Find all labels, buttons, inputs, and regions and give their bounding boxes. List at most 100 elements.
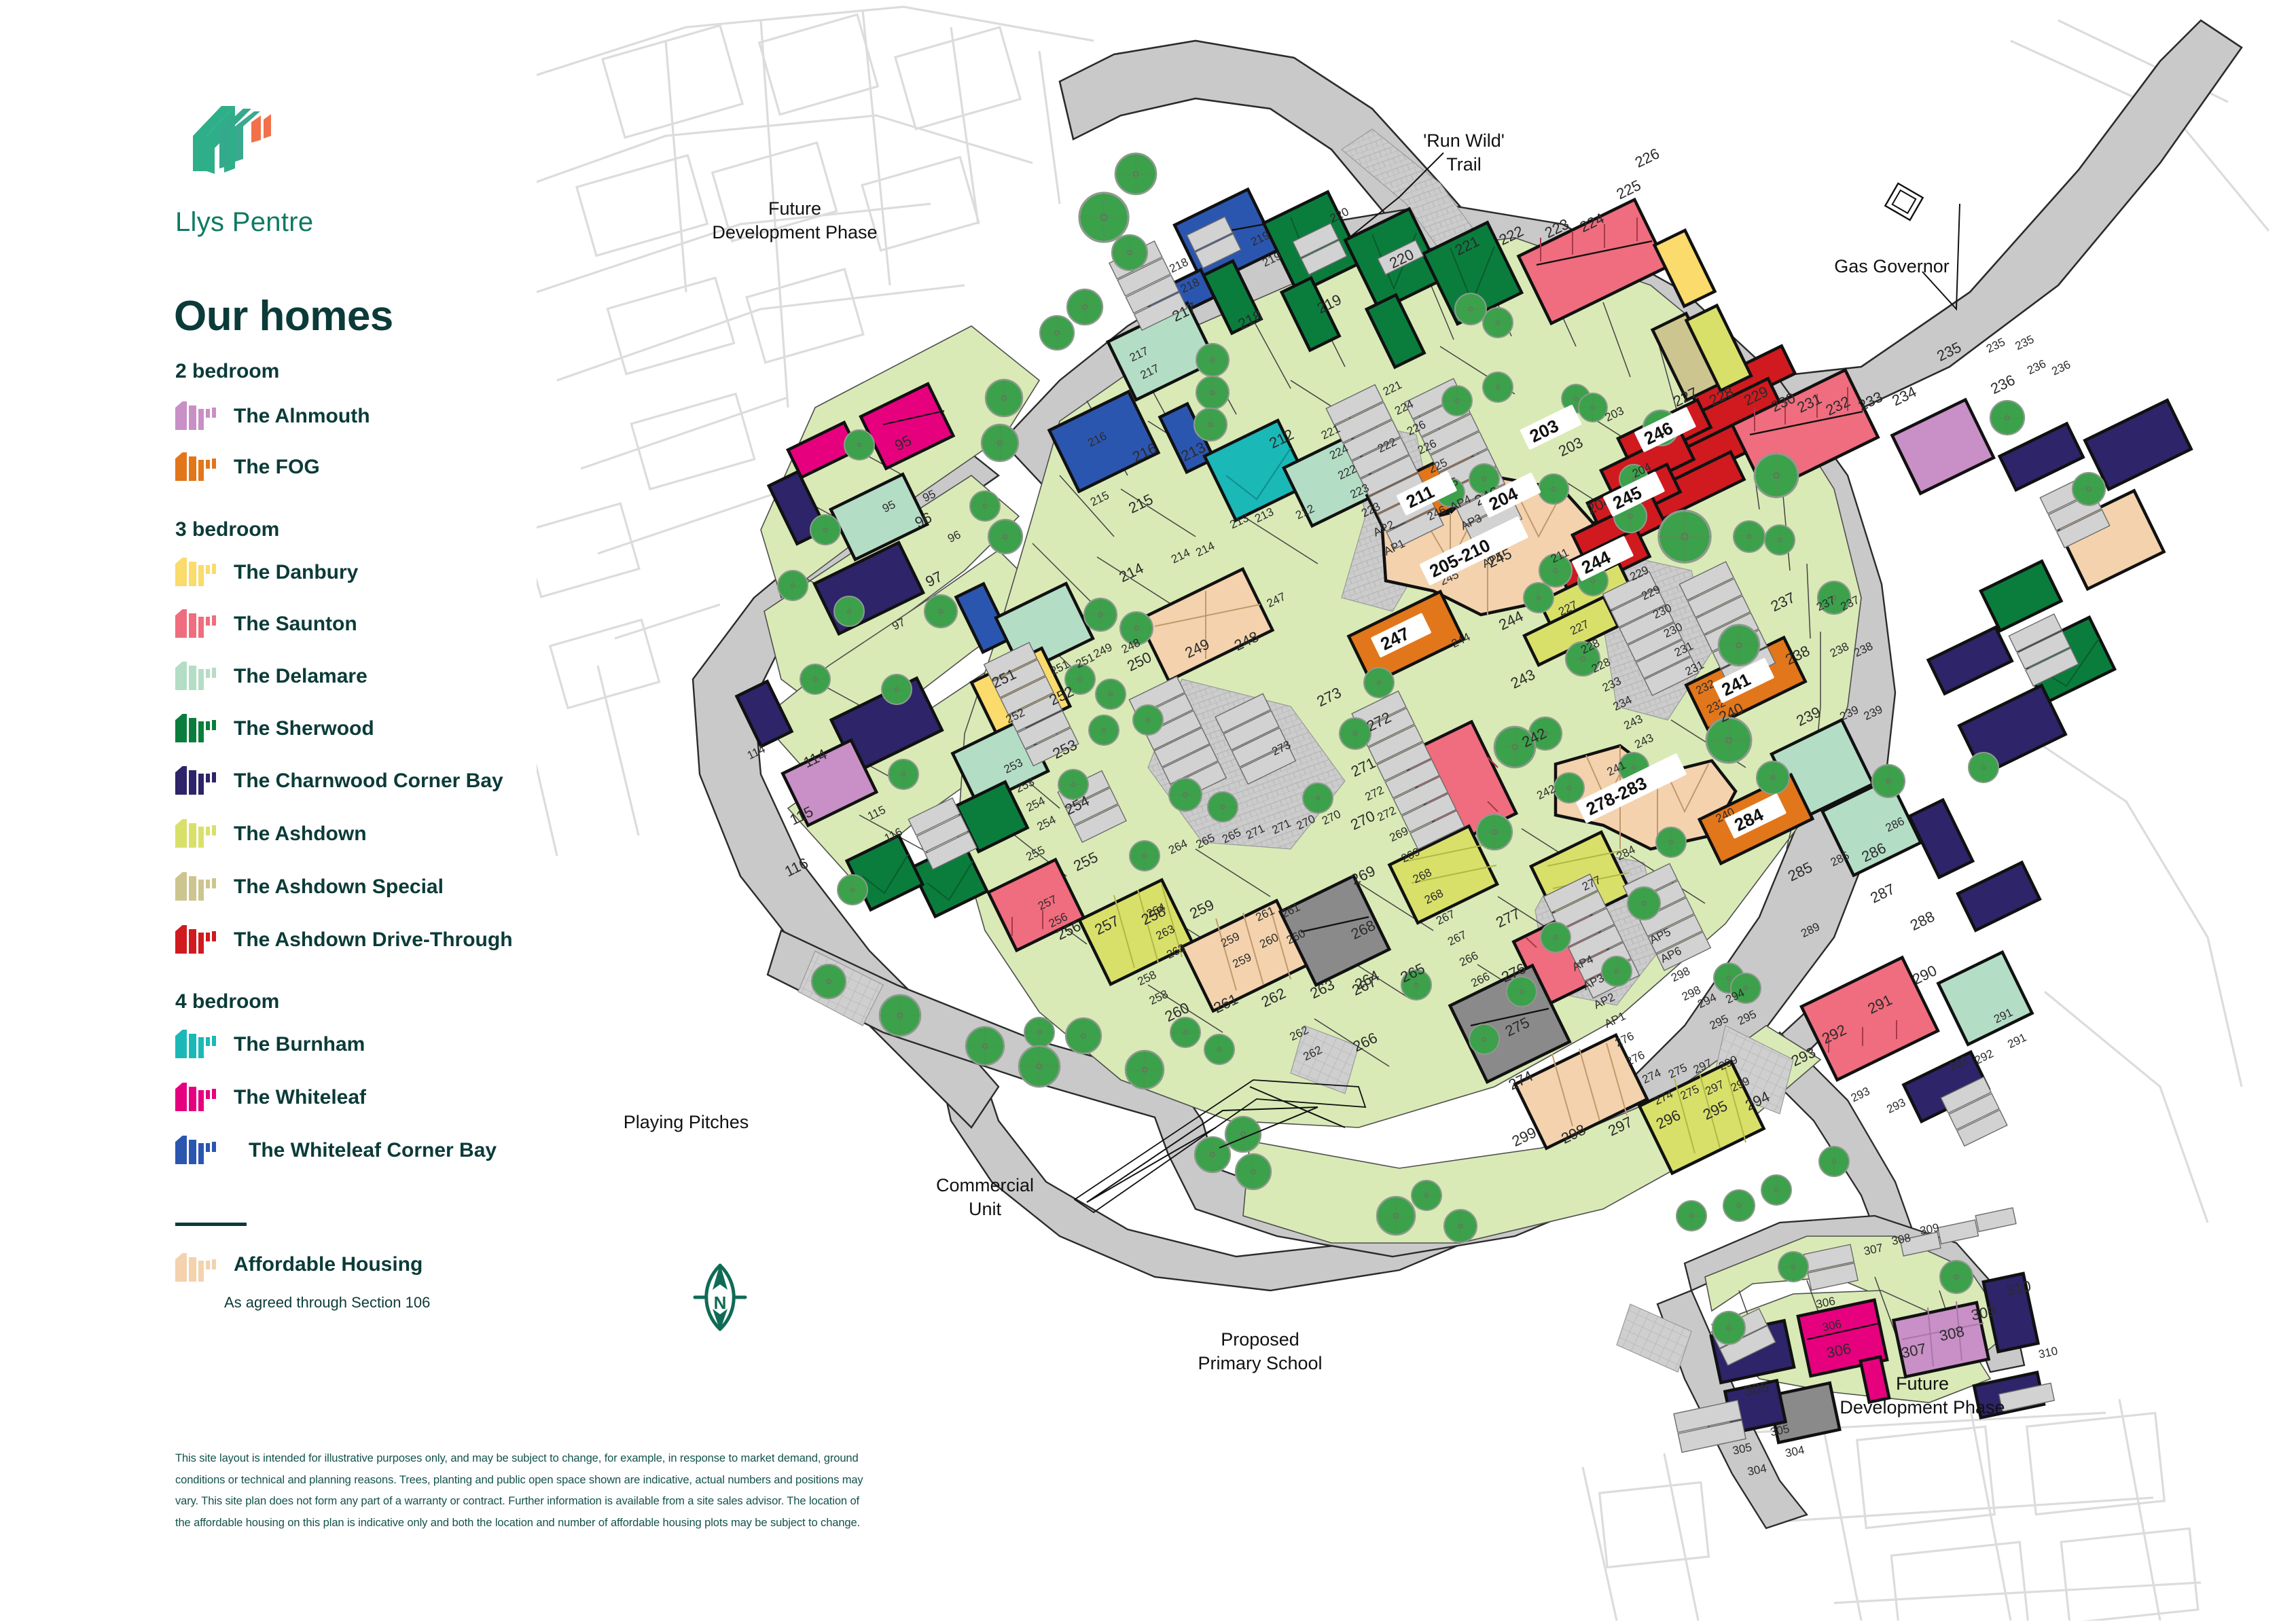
legend-item-label: The Whiteleaf — [234, 1086, 367, 1108]
legend-item-label: The Ashdown Special — [234, 876, 444, 898]
house-type-icon — [175, 925, 217, 955]
svg-text:225: 225 — [1614, 177, 1644, 203]
plot-96-delamare — [828, 472, 930, 562]
house-type-icon — [175, 1083, 217, 1113]
compass-north-arrow: N — [689, 1260, 751, 1335]
svg-text:288: 288 — [1907, 907, 1937, 934]
svg-text:293: 293 — [1884, 1096, 1907, 1116]
legend-item-label: The Delamare — [234, 665, 367, 687]
house-type-icon — [175, 766, 217, 796]
legend-item-label: The Danbury — [234, 561, 359, 583]
plot-219b-sherwood — [1279, 276, 1342, 353]
plot-220b-sherwood — [1364, 293, 1426, 369]
svg-text:235: 235 — [2013, 333, 2036, 353]
group-heading-4-bedroom: 4 bedroom — [175, 990, 280, 1013]
legend-item-the-danbury[interactable]: The Danbury — [175, 556, 358, 590]
plot-235-charnwood — [1997, 421, 2085, 492]
plot-213-burnham — [1202, 418, 1312, 522]
annotation-run-wild-trail: 'Run Wild' Trail — [1423, 130, 1505, 175]
svg-text:236: 236 — [1988, 372, 2017, 398]
legend-item-the-sherwood[interactable]: The Sherwood — [175, 712, 374, 746]
legend-item-affordable-housing[interactable]: Affordable Housing — [175, 1253, 423, 1288]
plot-228-ashdown — [1684, 303, 1753, 393]
legend-item-label: The Charnwood Corner Bay — [234, 770, 503, 792]
legend-item-the-burnham[interactable]: The Burnham — [175, 1028, 365, 1062]
svg-text:292: 292 — [1973, 1047, 1996, 1067]
plot-295-ashdown — [1637, 1059, 1766, 1176]
legend-item-the-ashdown[interactable]: The Ashdown — [175, 817, 367, 851]
legend-item-label: The FOG — [234, 456, 320, 478]
annotation-leader-lines — [1086, 152, 1960, 1203]
annotation-future-development-phase-nw: Future Development Phase — [712, 198, 878, 242]
legend-item-label: The Sherwood — [234, 717, 374, 740]
legend-item-the-ashdown-drive-through[interactable]: The Ashdown Drive-Through — [175, 923, 513, 957]
svg-text:276: 276 — [1613, 1030, 1636, 1050]
offsite-context — [475, 5, 2270, 1624]
llys-pentre-logo-icon — [189, 101, 277, 175]
plot-285-delamare — [1820, 776, 1923, 878]
plot-225-danbury — [1652, 228, 1717, 308]
brand-name: Llys Pentre — [175, 207, 314, 237]
plot-250-affordable — [1136, 566, 1275, 683]
svg-text:304: 304 — [1784, 1443, 1806, 1460]
plot-218b-sherwood — [1201, 259, 1263, 336]
plot-306b-whiteleaf — [1859, 1354, 1891, 1405]
legend-item-the-fog[interactable]: The FOG — [175, 450, 320, 484]
plot-116-charnwood — [734, 679, 794, 748]
svg-text:218: 218 — [1167, 255, 1190, 276]
plot-267-ashdown — [1387, 824, 1500, 925]
svg-text:291: 291 — [2005, 1031, 2028, 1051]
svg-text:276: 276 — [1624, 1049, 1647, 1069]
svg-text:310: 310 — [2037, 1344, 2059, 1360]
svg-text:299: 299 — [1509, 1123, 1539, 1150]
plot-115-alnmouth — [780, 738, 879, 828]
legend-item-the-saunton[interactable]: The Saunton — [175, 607, 357, 641]
svg-text:236: 236 — [2049, 358, 2072, 378]
legend-item-the-alnmouth[interactable]: The Alnmouth — [175, 399, 370, 433]
plot-310-charnwood — [1981, 1271, 2041, 1354]
plot-291-saunton — [1799, 955, 1940, 1082]
plot-251-whiteleaf-cb — [954, 581, 1013, 655]
plot-215-whiteleaf-cb — [1047, 389, 1161, 494]
legend-item-label: The Alnmouth — [234, 405, 370, 427]
compass-north-letter: N — [714, 1293, 727, 1313]
group-heading-3-bedroom: 3 bedroom — [175, 518, 280, 541]
legend-divider — [175, 1223, 247, 1226]
affordable-housing-label: Affordable Housing — [234, 1253, 423, 1276]
annotation-proposed-primary-school: Proposed Primary School — [1198, 1329, 1323, 1373]
legend-item-the-whiteleaf-corner-bay[interactable]: The Whiteleaf Corner Bay — [175, 1134, 497, 1168]
plot-259-saunton — [986, 857, 1086, 953]
plot-265-commercial — [1278, 873, 1392, 988]
house-type-icon — [175, 662, 217, 691]
house-type-icon — [175, 401, 217, 431]
commercial-unit-pointer — [1073, 1079, 1367, 1214]
gas-governor-building — [1884, 182, 1924, 221]
house-type-icon — [175, 819, 217, 849]
disclaimer-text: This site layout is intended for illustr… — [175, 1452, 863, 1530]
plot-221-224-saunton-terrace — [1516, 197, 1670, 326]
house-type-icon — [175, 1030, 217, 1060]
plot-290-delamare — [1936, 950, 2034, 1047]
legend-item-the-whiteleaf[interactable]: The Whiteleaf — [175, 1081, 366, 1115]
annotation-future-development-phase-se: Future Development Phase — [1840, 1373, 2005, 1418]
plot-306-whiteleaf — [1796, 1298, 1889, 1378]
legend-item-the-ashdown-special[interactable]: The Ashdown Special — [175, 870, 444, 904]
page-title: Our homes — [174, 293, 393, 340]
house-type-icon — [175, 1136, 217, 1166]
plot-235b-charnwood — [2083, 398, 2193, 492]
house-type-icon — [175, 872, 217, 902]
legend-item-label: The Saunton — [234, 613, 357, 635]
affordable-housing-sublabel: As agreed through Section 106 — [224, 1294, 431, 1311]
house-type-icon — [175, 714, 217, 744]
legend-item-label: The Burnham — [234, 1033, 365, 1055]
group-heading-2-bedroom: 2 bedroom — [175, 360, 280, 382]
house-type-icon — [175, 609, 217, 639]
legend-panel: Llys Pentre Our homes 2 bedroom The Alnm… — [0, 0, 863, 1621]
legend-item-the-delamare[interactable]: The Delamare — [175, 660, 367, 693]
annotation-commercial-unit: Commercial Unit — [935, 1175, 1035, 1219]
legend-item-the-charnwood-corner-bay[interactable]: The Charnwood Corner Bay — [175, 764, 503, 798]
plot-220-sherwood — [1421, 220, 1524, 326]
legend-item-label: The Ashdown — [234, 823, 367, 845]
legend-item-label: The Whiteleaf Corner Bay — [249, 1139, 497, 1161]
